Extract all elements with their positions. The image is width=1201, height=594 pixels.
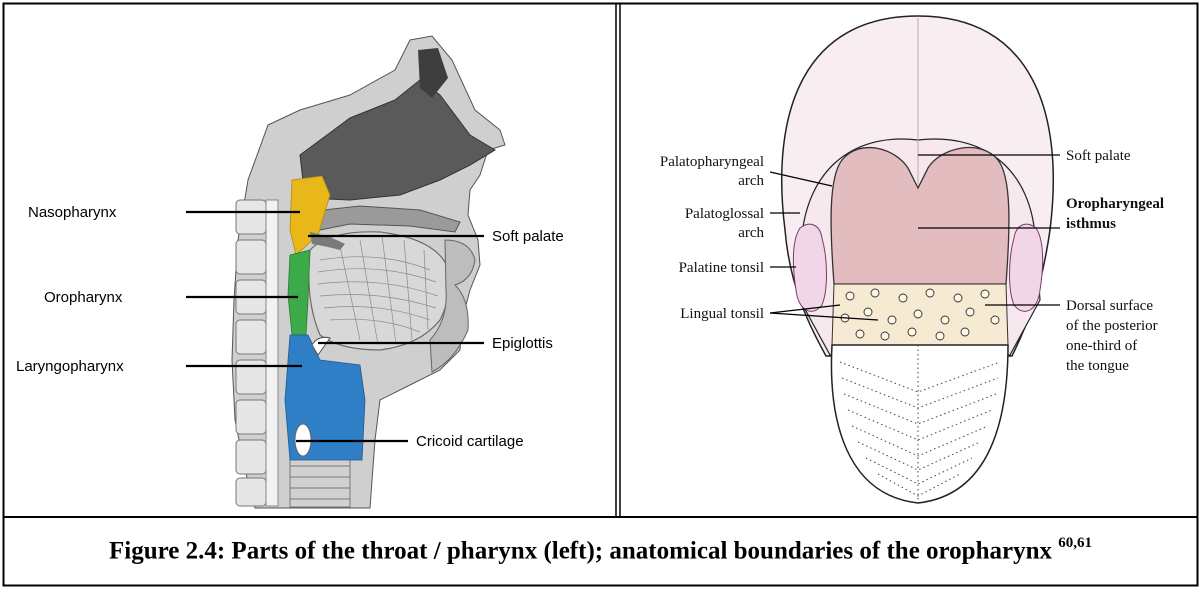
label-soft-palate-right: Soft palate: [1066, 148, 1131, 164]
caption-text: Figure 2.4: Parts of the throat / pharyn…: [109, 537, 1052, 564]
label-oropharynx: Oropharynx: [44, 289, 123, 306]
oral-cavity-illustration: [782, 16, 1054, 503]
palatine-tonsil-right: [1010, 224, 1043, 311]
label-laryngopharynx: Laryngopharynx: [16, 358, 124, 375]
spinal-canal: [266, 200, 278, 506]
label-oropharyngeal-2: isthmus: [1066, 216, 1116, 232]
label-palatoglossal-1: Palatoglossal: [685, 206, 764, 222]
caption-cell: Figure 2.4: Parts of the throat / pharyn…: [4, 517, 1197, 585]
label-dorsal-3: one-third of: [1066, 338, 1137, 354]
label-palatine-tonsil: Palatine tonsil: [679, 260, 764, 276]
label-dorsal-4: the tongue: [1066, 358, 1129, 374]
label-nasopharynx: Nasopharynx: [28, 204, 117, 221]
caption-references: 60,61: [1058, 535, 1092, 551]
label-palatopharyngeal-1: Palatopharyngeal: [660, 154, 764, 170]
label-palatopharyngeal-2: arch: [738, 173, 764, 189]
figure-caption: Figure 2.4: Parts of the throat / pharyn…: [109, 537, 1092, 565]
label-dorsal-1: Dorsal surface: [1066, 298, 1153, 314]
oropharynx-region: [288, 250, 310, 335]
label-epiglottis: Epiglottis: [492, 335, 553, 352]
trachea: [290, 455, 350, 507]
label-palatoglossal-2: arch: [738, 225, 764, 241]
tongue: [309, 232, 449, 350]
label-oropharyngeal-1: Oropharyngeal: [1066, 196, 1164, 212]
label-lingual-tonsil: Lingual tonsil: [680, 306, 764, 322]
label-cricoid-cartilage: Cricoid cartilage: [416, 433, 524, 450]
palatine-tonsil-left: [793, 224, 826, 311]
label-dorsal-2: of the posterior: [1066, 318, 1158, 334]
cervical-spine: [236, 200, 266, 506]
label-soft-palate-left: Soft palate: [492, 228, 564, 245]
